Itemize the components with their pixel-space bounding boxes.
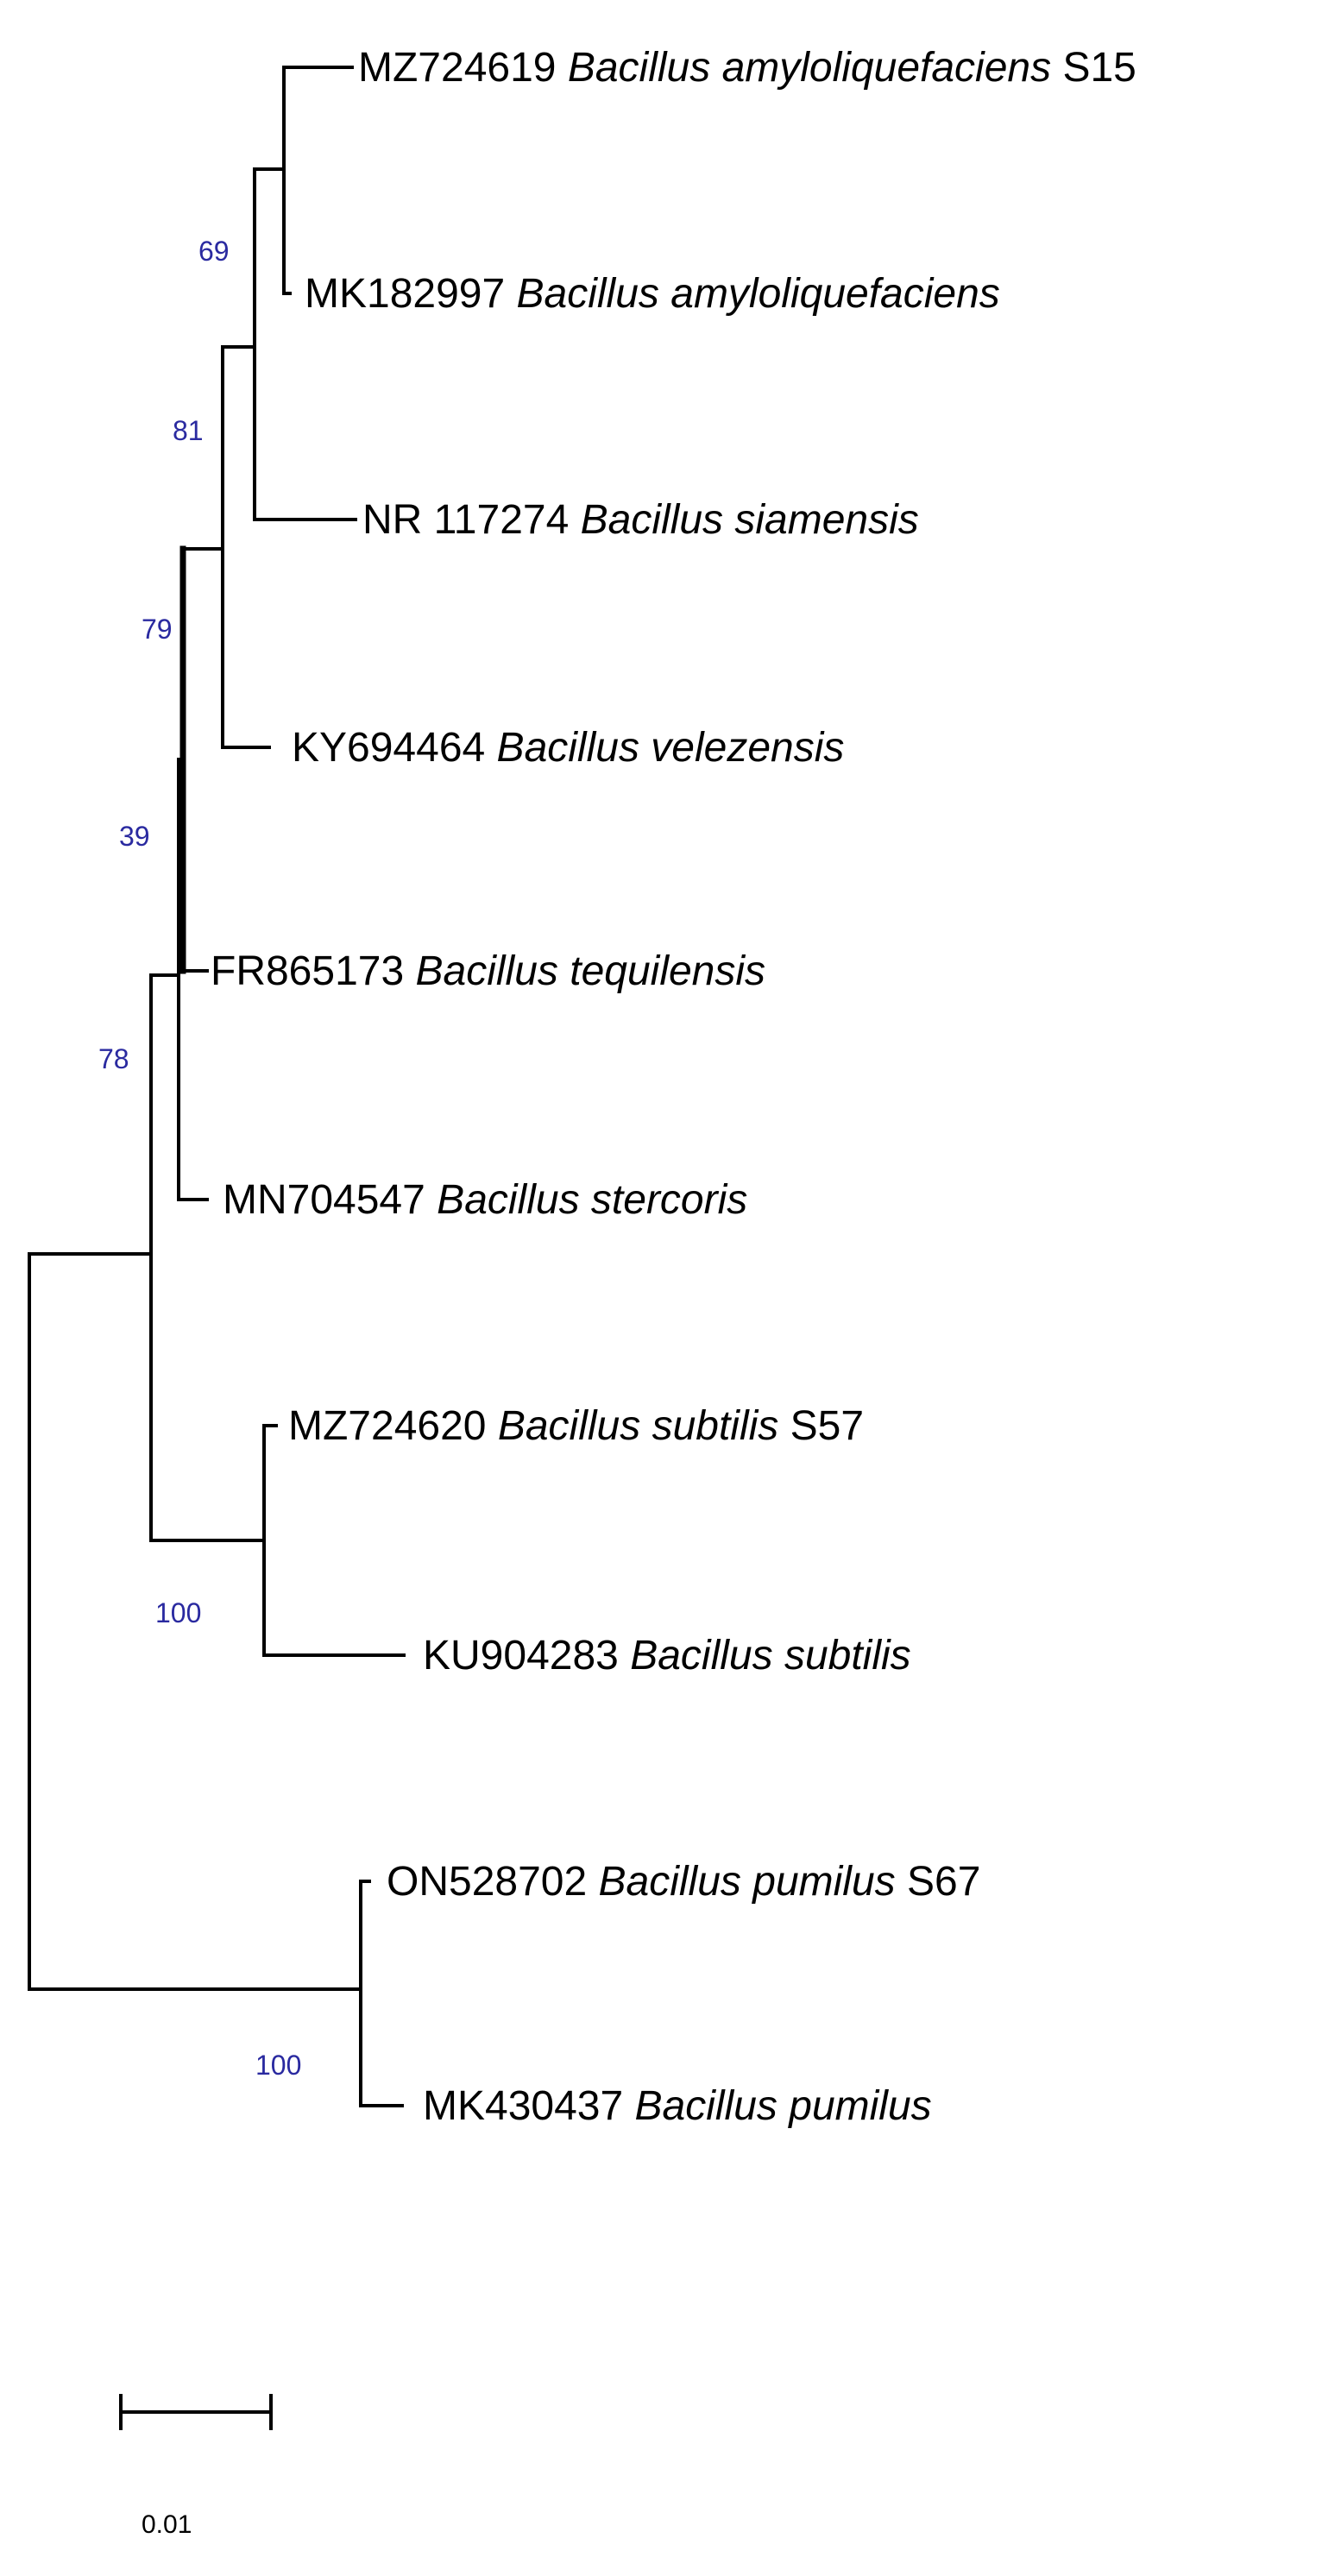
bootstrap-value-69: 69: [198, 236, 230, 267]
bootstrap-value-79: 79: [142, 614, 173, 645]
leaf-label-ku904283: KU904283 Bacillus subtilis: [423, 1633, 911, 1678]
leaf-labels: MZ724619 Bacillus amyloliquefaciens S15 …: [211, 45, 1136, 2129]
bootstrap-value-100-subtilis: 100: [155, 1597, 201, 1628]
leaf-label-mk430437: MK430437 Bacillus pumilus: [423, 2083, 932, 2129]
leaf-label-nr117274: NR 117274 Bacillus siamensis: [362, 497, 919, 543]
leaf-label-mn704547: MN704547 Bacillus stercoris: [223, 1177, 747, 1223]
bootstrap-values: 69 81 79 39 78 100 100: [98, 236, 301, 2081]
scale-bar-label: 0.01: [142, 2510, 192, 2539]
bootstrap-value-78: 78: [98, 1043, 129, 1074]
leaf-label-on528702: ON528702 Bacillus pumilus S67: [387, 1859, 980, 1905]
leaf-label-mz724619: MZ724619 Bacillus amyloliquefaciens S15: [358, 45, 1136, 91]
leaf-label-fr865173: FR865173 Bacillus tequilensis: [211, 948, 765, 994]
leaf-label-ky694464: KY694464 Bacillus velezensis: [292, 725, 844, 771]
bootstrap-value-81: 81: [173, 415, 204, 446]
leaf-label-mz724620: MZ724620 Bacillus subtilis S57: [288, 1403, 864, 1449]
scale-bar: 0.01: [119, 2394, 273, 2539]
tree-branches: [28, 66, 406, 2107]
bootstrap-value-100-pumilus: 100: [255, 2050, 301, 2081]
bootstrap-value-39: 39: [119, 821, 150, 852]
leaf-label-mk182997: MK182997 Bacillus amyloliquefaciens: [305, 271, 1000, 317]
